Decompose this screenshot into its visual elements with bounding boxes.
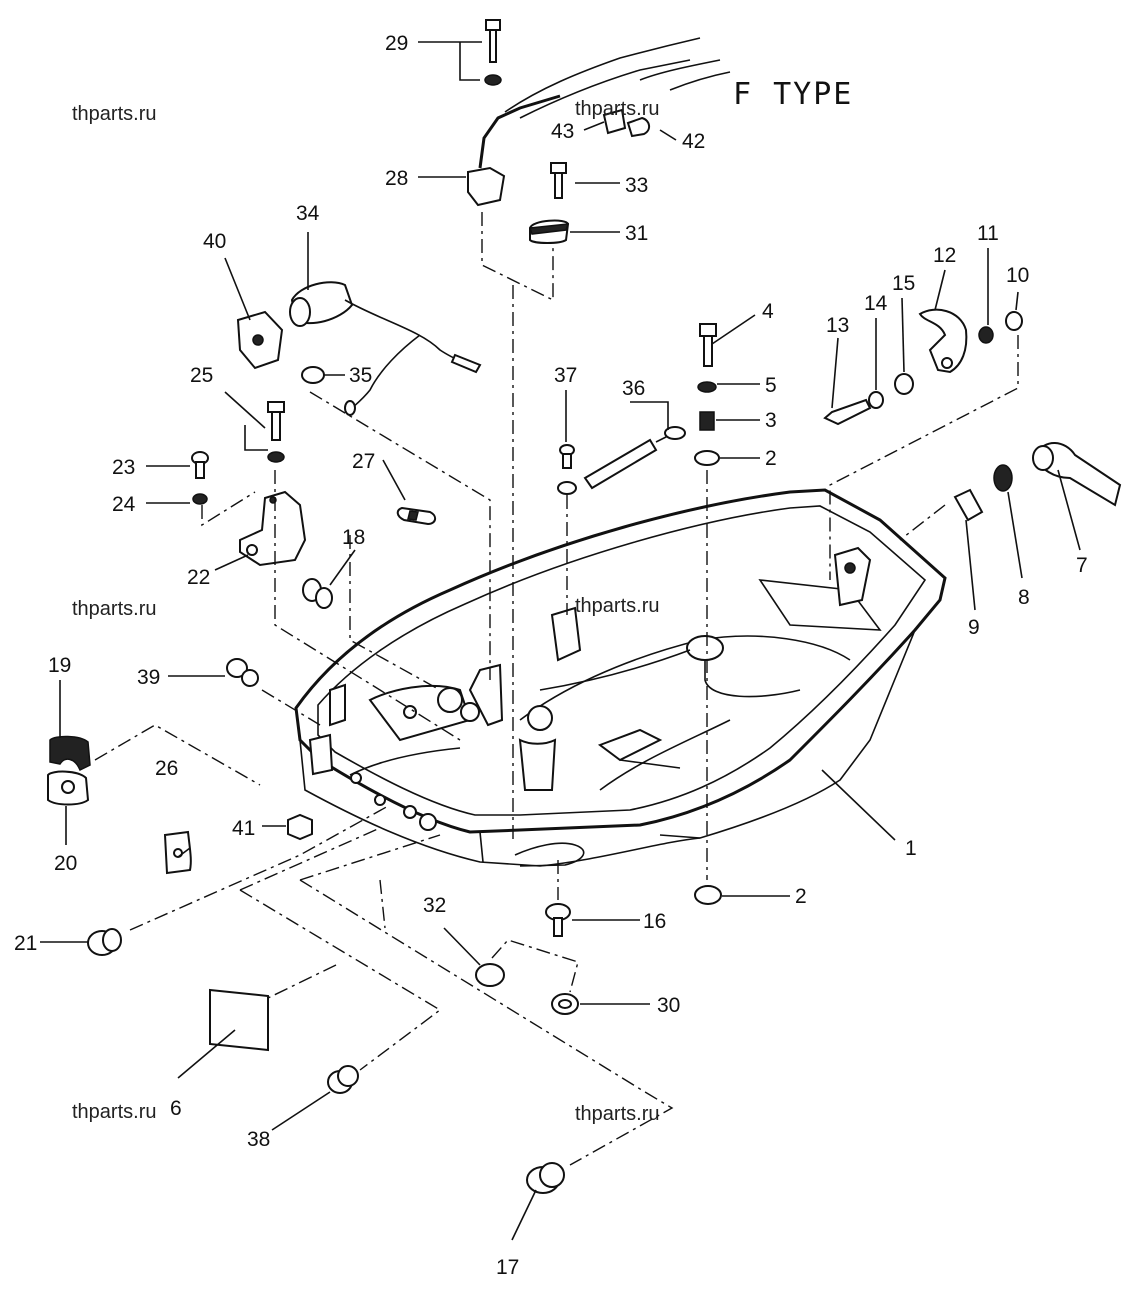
part-label-28: 28 [385,167,408,190]
grommet-2-bottom [694,885,722,905]
part-label-8: 8 [1018,586,1030,609]
watermark: thparts.ru [72,103,156,125]
part-label-16: 16 [643,910,666,933]
part-label-42: 42 [682,130,705,153]
part-label-39: 39 [137,666,160,689]
part-label-11: 11 [977,222,999,245]
part-label-29: 29 [385,32,408,55]
grommet-30 [551,993,579,1015]
bolt-33 [550,162,567,199]
part-label-36: 36 [622,377,645,400]
lever-12-assembly [823,308,1023,426]
part-label-6: 6 [170,1097,182,1120]
grommet-35 [301,366,325,384]
part-label-40: 40 [203,230,226,253]
part-label-12: 12 [933,244,956,267]
part-label-13: 13 [826,314,849,337]
part-label-19: 19 [48,654,71,677]
handle-7-assembly [953,442,1122,522]
part-label-14: 14 [864,292,888,315]
bracket-22 [239,490,307,567]
part-label-10: 10 [1006,264,1029,287]
watermark: thparts.ru [72,1101,156,1123]
part-label-7: 7 [1076,554,1088,577]
part-label-38: 38 [247,1128,270,1151]
plate-31 [528,219,570,244]
assembly-lines [94,212,1019,1166]
watermark: thparts.ru [72,598,156,620]
part-labels: 1 2 2 3 4 5 6 7 8 9 10 11 12 13 14 15 16… [14,32,1088,1279]
part-label-9: 9 [968,616,980,639]
screw-23 [191,451,209,505]
bottom-cowling [294,488,947,867]
part-label-15: 15 [892,272,915,295]
part-label-32: 32 [423,894,446,917]
bolt-25 [267,401,285,463]
part-label-3: 3 [765,409,777,432]
clamp-19-20 [47,735,91,806]
part-label-33: 33 [625,174,648,197]
clip-43 [602,108,650,138]
part-label-21: 21 [14,932,37,955]
part-label-26: 26 [155,757,178,780]
part-label-24: 24 [112,493,136,516]
part-label-30: 30 [657,994,680,1017]
bolt-4 [694,323,720,466]
part-label-35: 35 [349,364,372,387]
tab-27 [396,506,436,526]
part-label-1: 1 [905,837,917,860]
connector-28 [467,37,731,207]
watermark: thparts.ru [575,595,659,617]
part-label-37: 37 [554,364,577,387]
plug-21 [87,928,122,956]
switch-34 [289,281,482,416]
part-label-31: 31 [625,222,648,245]
part-label-34: 34 [296,202,320,225]
part-label-5: 5 [765,374,777,397]
grommet-18 [302,578,333,609]
part-label-27: 27 [352,450,375,473]
screw-16 [545,903,571,937]
cap-32 [475,963,505,987]
diagram-title: F TYPE [733,77,853,112]
part-label-22: 22 [187,566,210,589]
plate-26 [163,830,192,875]
part-label-4: 4 [762,300,774,323]
watermark: thparts.ru [575,98,659,120]
plug-38 [327,1065,359,1094]
label-6 [209,988,269,1052]
part-label-2: 2 [795,885,807,908]
part-label-2: 2 [765,447,777,470]
part-label-43: 43 [551,120,574,143]
grommet-39 [226,658,259,687]
part-label-41: 41 [232,817,255,840]
plug-17 [526,1162,565,1194]
watermark: thparts.ru [575,1103,659,1125]
part-label-23: 23 [112,456,135,479]
part-label-20: 20 [54,852,77,875]
clip-40 [236,310,284,370]
block-41 [287,813,313,841]
bolt-29 [484,19,502,86]
rod-36 [557,426,686,495]
part-label-25: 25 [190,364,213,387]
part-label-17: 17 [496,1256,519,1279]
part-label-18: 18 [342,526,365,549]
leader-lines [40,41,1081,1241]
